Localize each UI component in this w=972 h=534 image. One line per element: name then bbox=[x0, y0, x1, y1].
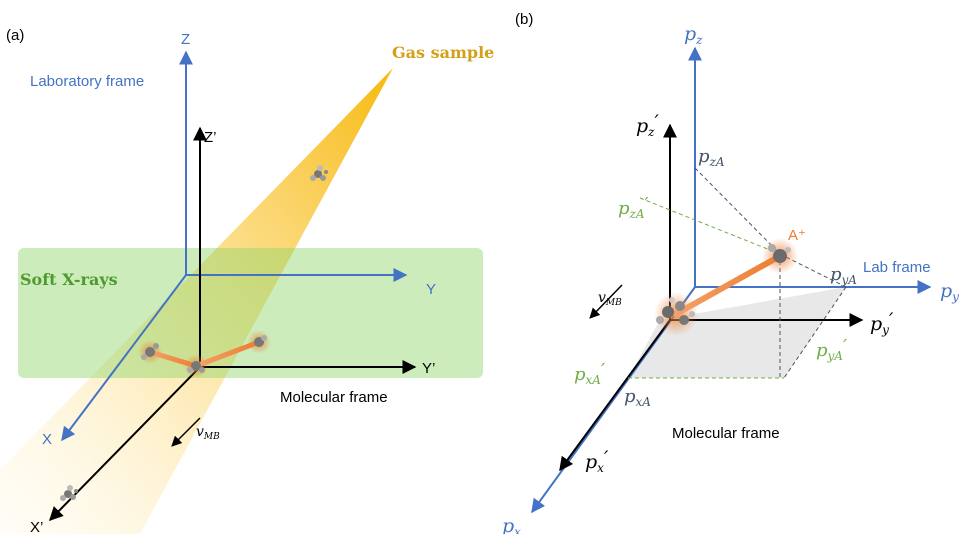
px-prime-label: px′ bbox=[585, 447, 609, 475]
pyA-prime-label: pyA′ bbox=[816, 336, 847, 363]
laboratory-frame-label: Laboratory frame bbox=[30, 73, 144, 90]
pxA-label: pxA bbox=[624, 386, 651, 409]
axis-xprime-label: X’ bbox=[30, 519, 43, 534]
py-label: py bbox=[940, 280, 959, 304]
mol-x-axis bbox=[49, 366, 201, 521]
py-prime-label: py′ bbox=[870, 309, 894, 337]
projection-lines bbox=[628, 167, 847, 379]
molecular-frame-label-a: Molecular frame bbox=[280, 389, 388, 406]
axis-yprime-label: Y’ bbox=[422, 360, 435, 377]
axis-z-label: Z bbox=[181, 31, 190, 48]
gas-molecule-upper bbox=[310, 165, 328, 181]
projection-plane bbox=[628, 287, 846, 378]
mol-px-axis bbox=[559, 319, 671, 472]
velocity-label-a: vMB bbox=[196, 424, 220, 442]
gas-molecule-lower bbox=[60, 485, 78, 501]
soft-xrays-label: Soft X-rays bbox=[20, 270, 118, 289]
velocity-arrow-a bbox=[171, 417, 201, 447]
molecular-frame-label-b: Molecular frame bbox=[672, 425, 780, 442]
gas-beam bbox=[0, 68, 393, 534]
pzA-prime-label: pzA′ bbox=[618, 194, 649, 221]
lab-frame-label: Lab frame bbox=[863, 259, 931, 276]
pzA-label: pzA bbox=[698, 146, 725, 169]
px-label: px bbox=[502, 515, 521, 534]
panel-b-label: (b) bbox=[515, 11, 533, 28]
axis-x-label: X bbox=[42, 431, 52, 448]
pz-label: pz bbox=[684, 23, 703, 47]
lab-x-axis bbox=[61, 274, 187, 442]
molecule-b bbox=[654, 238, 798, 336]
molecule-a bbox=[138, 330, 271, 378]
pz-prime-label: pz′ bbox=[636, 111, 660, 139]
soft-xray-band bbox=[18, 248, 483, 378]
velocity-label-b: vMB bbox=[598, 290, 622, 308]
gas-sample-label: Gas sample bbox=[392, 43, 494, 62]
axis-zprime-label: Z’ bbox=[204, 129, 217, 146]
pxA-prime-label: pxA′ bbox=[574, 360, 605, 387]
axis-y-label: Y bbox=[426, 281, 436, 298]
pyA-label: pyA bbox=[830, 264, 857, 287]
velocity-arrow-b bbox=[589, 284, 623, 319]
ion-label: A⁺ bbox=[788, 227, 806, 244]
panel-a-label: (a) bbox=[6, 27, 24, 44]
